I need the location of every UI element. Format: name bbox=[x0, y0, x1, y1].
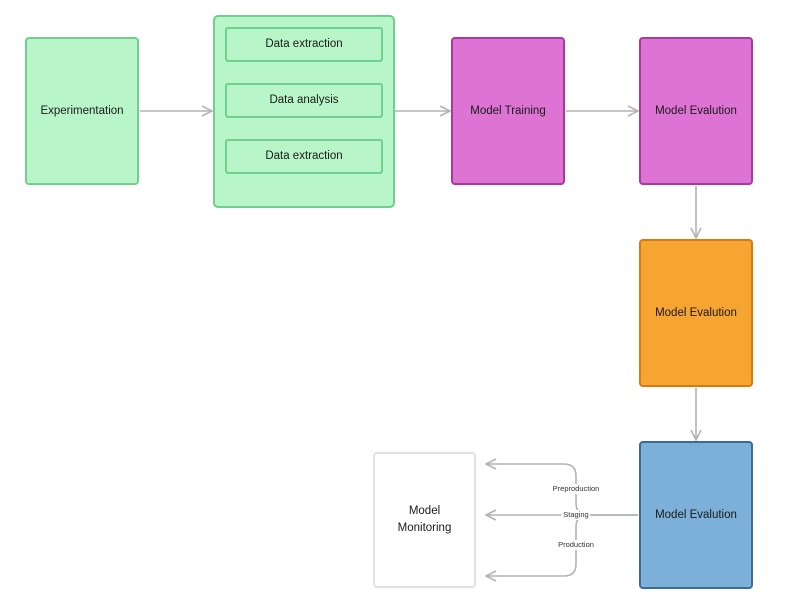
data-item-analysis-label: Data analysis bbox=[269, 94, 339, 106]
node-experimentation[interactable]: Experimentation bbox=[25, 37, 139, 185]
node-model-monitoring-label: Model Monitoring bbox=[397, 505, 452, 534]
edge-label-production: Production bbox=[556, 540, 596, 550]
node-data-group[interactable]: Data extraction Data analysis Data extra… bbox=[213, 15, 395, 208]
data-item-analysis[interactable]: Data analysis bbox=[225, 83, 383, 118]
node-model-evaluation-1[interactable]: Model Evalution bbox=[639, 37, 753, 185]
node-model-evaluation-3-label: Model Evalution bbox=[655, 508, 737, 521]
data-item-extraction-2[interactable]: Data extraction bbox=[225, 139, 383, 174]
node-model-evaluation-2[interactable]: Model Evalution bbox=[639, 239, 753, 387]
edge-label-staging: Staging bbox=[561, 510, 591, 520]
node-model-evaluation-3[interactable]: Model Evalution bbox=[639, 441, 753, 589]
node-model-evaluation-1-label: Model Evalution bbox=[655, 104, 737, 117]
node-model-monitoring[interactable]: Model Monitoring bbox=[373, 452, 476, 588]
data-item-extraction-1[interactable]: Data extraction bbox=[225, 27, 383, 62]
data-item-extraction-1-label: Data extraction bbox=[265, 38, 343, 50]
node-model-training[interactable]: Model Training bbox=[451, 37, 565, 185]
edge-label-preproduction: Preproduction bbox=[550, 484, 602, 494]
node-model-training-label: Model Training bbox=[470, 104, 546, 117]
data-item-extraction-2-label: Data extraction bbox=[265, 150, 343, 162]
node-experimentation-label: Experimentation bbox=[40, 104, 124, 117]
node-model-evaluation-2-label: Model Evalution bbox=[655, 306, 737, 319]
